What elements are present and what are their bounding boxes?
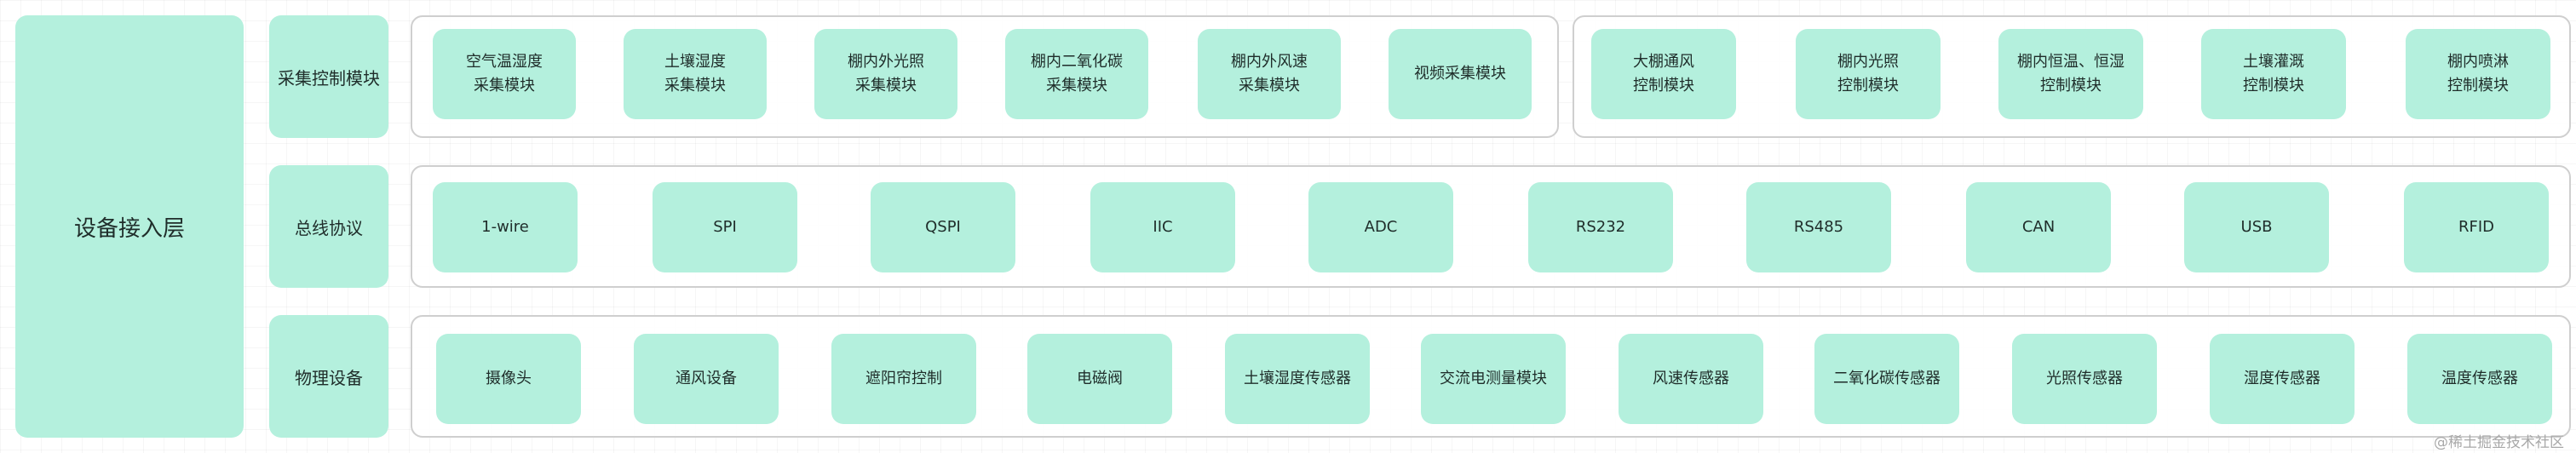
bus-protocol-box: RS485 (1746, 182, 1891, 272)
bus-protocol-box: RS232 (1528, 182, 1673, 272)
physical-device-box: 通风设备 (634, 334, 779, 424)
control-module-box: 大棚通风 控制模块 (1591, 29, 1736, 119)
collect-module-box: 棚内外风速 采集模块 (1198, 29, 1341, 119)
control-module-box: 棚内恒温、恒湿 控制模块 (1998, 29, 2143, 119)
physical-device-box: 土壤湿度传感器 (1225, 334, 1370, 424)
bus-protocol-box: RFID (2404, 182, 2549, 272)
collect-module-box: 棚内外光照 采集模块 (814, 29, 957, 119)
bus-protocol-box: USB (2184, 182, 2329, 272)
physical-device-box: 遮阳帘控制 (831, 334, 976, 424)
collect-module-box: 视频采集模块 (1389, 29, 1532, 119)
bus-protocol-box: ADC (1308, 182, 1453, 272)
physical-device-box: 湿度传感器 (2210, 334, 2355, 424)
physical-device-box: 交流电测量模块 (1421, 334, 1566, 424)
device-access-layer: 设备接入层 (15, 15, 244, 438)
control-module-box: 土壤灌溉 控制模块 (2201, 29, 2346, 119)
row-label-collect-control: 采集控制模块 (269, 15, 388, 138)
collect-module-box: 空气温湿度 采集模块 (433, 29, 576, 119)
collect-module-box: 棚内二氧化碳 采集模块 (1005, 29, 1148, 119)
watermark-text: @稀土掘金技术社区 (2434, 434, 2564, 451)
physical-device-box: 光照传感器 (2012, 334, 2157, 424)
row-label-physical-devices: 物理设备 (269, 315, 388, 438)
bus-protocol-box: CAN (1966, 182, 2111, 272)
collect-modules-group (411, 15, 1559, 138)
physical-device-box: 温度传感器 (2407, 334, 2552, 424)
control-module-box: 棚内喷淋 控制模块 (2406, 29, 2550, 119)
bus-protocol-box: IIC (1090, 182, 1235, 272)
bus-protocol-box: 1-wire (433, 182, 578, 272)
bus-protocol-box: SPI (653, 182, 797, 272)
physical-device-box: 风速传感器 (1619, 334, 1763, 424)
physical-device-box: 二氧化碳传感器 (1814, 334, 1959, 424)
bus-protocol-box: QSPI (871, 182, 1015, 272)
physical-device-box: 摄像头 (436, 334, 581, 424)
control-module-box: 棚内光照 控制模块 (1796, 29, 1941, 119)
physical-device-box: 电磁阀 (1027, 334, 1172, 424)
collect-module-box: 土壤湿度 采集模块 (624, 29, 767, 119)
row-label-bus-protocol: 总线协议 (269, 165, 388, 288)
